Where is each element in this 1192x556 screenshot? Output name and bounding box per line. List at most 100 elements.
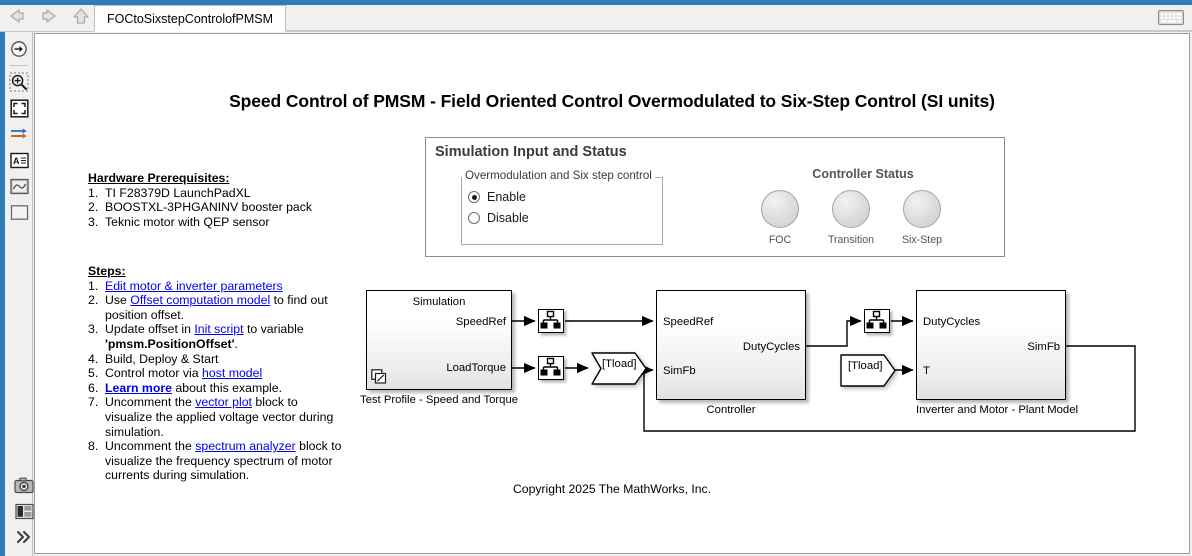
- item-number: 1.: [88, 185, 99, 200]
- lamp-foc-label: FOC: [768, 234, 792, 246]
- item-number: 7.: [88, 395, 99, 410]
- item-text: BOOSTXL-3PHGANINV booster pack: [105, 200, 313, 215]
- prerequisites-heading: Hardware Prerequisites:: [88, 171, 230, 185]
- lamp-six-step: Six-Step: [886, 190, 958, 246]
- block-controller[interactable]: SpeedRef SimFb DutyCycles: [656, 290, 806, 400]
- item-pre: Use: [105, 293, 131, 308]
- goto-tag-tload[interactable]: [Tload]: [591, 352, 647, 385]
- block-inverter-motor-plant[interactable]: DutyCycles T SimFb: [916, 290, 1066, 400]
- block-caption-test-profile: Test Profile - Speed and Torque: [359, 394, 519, 406]
- link-spectrum-analyzer[interactable]: spectrum analyzer: [195, 439, 296, 454]
- item-number: 4.: [88, 351, 99, 366]
- lamp-transition-indicator: [832, 190, 870, 228]
- item-post: to find out position offset.: [105, 293, 328, 322]
- from-tag-tload[interactable]: [Tload]: [840, 354, 896, 387]
- item-text: TI F28379D LaunchPadXL: [105, 185, 251, 200]
- item-variable: 'pmsm.PositionOffset': [105, 336, 235, 351]
- list-item: 5.Control motor via host model: [88, 366, 348, 381]
- list-item: 4. Build, Deploy & Start: [88, 352, 348, 367]
- prerequisites-list: 1. TI F28379D LaunchPadXL 2. BOOSTXL-3PHGA…: [88, 186, 348, 230]
- item-number: 3.: [88, 322, 99, 337]
- lamp-transition: Transition: [815, 190, 887, 246]
- lamp-foc: FOC: [744, 190, 816, 246]
- list-item: 3.Teknic motor with QEP sensor: [88, 215, 348, 230]
- item-tail-end: .: [234, 336, 238, 351]
- link-vector-plot[interactable]: vector plot: [195, 395, 252, 410]
- model-tab-label: FOCtoSixstepControlofPMSM: [107, 11, 274, 26]
- item-number: 3.: [88, 214, 99, 229]
- port-out-dutycycles: DutyCycles: [742, 341, 800, 353]
- port-in-dutycycles: DutyCycles: [923, 316, 981, 328]
- item-number: 8.: [88, 439, 99, 454]
- item-post: block to visualize the applied voltage v…: [105, 395, 334, 439]
- block-inner-title: Simulation: [412, 296, 466, 308]
- lamp-six-step-indicator: [903, 190, 941, 228]
- controller-status-title: Controller Status: [812, 167, 914, 181]
- rate-transition-dutycycles[interactable]: [864, 309, 890, 333]
- item-pre: Uncomment the: [105, 439, 196, 454]
- navigate-icon[interactable]: [5, 36, 33, 62]
- blank-block-icon[interactable]: [5, 199, 33, 225]
- list-item: 2. BOOSTXL-3PHGANINV booster pack: [88, 200, 348, 215]
- left-toolbar: A: [5, 32, 34, 556]
- radio-disable[interactable]: Disable: [468, 211, 529, 225]
- rate-transition-speedref[interactable]: [538, 309, 564, 333]
- item-number: 5.: [88, 366, 99, 381]
- item-number: 2.: [88, 200, 99, 215]
- radio-disable-indicator: [468, 212, 480, 224]
- svg-text:A: A: [13, 156, 20, 166]
- list-item: 2. Use Offset computation model to find o…: [88, 293, 348, 322]
- toolbar-divider: [9, 65, 28, 66]
- signal-lines-icon[interactable]: [5, 121, 33, 147]
- block-test-profile[interactable]: Simulation SpeedRef LoadTorque: [366, 290, 512, 390]
- link-init-script[interactable]: Init script: [194, 322, 244, 337]
- up-arrow-icon[interactable]: [70, 6, 92, 26]
- zoom-in-icon[interactable]: [5, 69, 33, 95]
- panel-title: Simulation Input and Status: [435, 144, 627, 160]
- page-title: Speed Control of PMSM - Field Oriented C…: [229, 91, 995, 111]
- block-caption-controller: Controller: [706, 404, 756, 416]
- link-edit-motor-parameters[interactable]: Edit motor & inverter parameters: [105, 278, 283, 293]
- block-diagram: Simulation SpeedRef LoadTorque Test Prof…: [35, 34, 1189, 553]
- link-host-model[interactable]: host model: [202, 366, 263, 381]
- item-number: 2.: [88, 293, 99, 308]
- item-post: block to visualize the frequency spectru…: [105, 439, 342, 483]
- list-item: 1.Edit motor & inverter parameters: [88, 279, 348, 294]
- model-tab[interactable]: FOCtoSixstepControlofPMSM: [94, 5, 287, 32]
- forward-arrow-icon[interactable]: [38, 6, 60, 26]
- item-post: about this example.: [171, 380, 283, 395]
- title-bar: [0, 0, 1192, 5]
- list-item: 7.Uncomment the vector plot block to vis…: [88, 395, 348, 439]
- overmodulation-group-label: Overmodulation and Six step control: [462, 169, 655, 182]
- radio-enable-indicator: [468, 191, 480, 203]
- radio-enable[interactable]: Enable: [468, 190, 526, 204]
- list-item: 8. Uncomment the spectrum analyzer block …: [88, 439, 348, 483]
- link-offset-computation-model[interactable]: Offset computation model: [130, 293, 271, 308]
- item-post: to variable: [243, 322, 304, 337]
- scope-icon[interactable]: [5, 173, 33, 199]
- radio-enable-label: Enable: [487, 190, 526, 204]
- annotation-icon[interactable]: A: [5, 147, 33, 173]
- steps-heading: Steps:: [88, 264, 126, 278]
- rate-transition-loadtorque[interactable]: [538, 356, 564, 380]
- camera-icon[interactable]: [10, 472, 38, 498]
- from-tag-label: [Tload]: [848, 360, 883, 372]
- list-item: 1. TI F28379D LaunchPadXL: [88, 186, 348, 201]
- link-learn-more[interactable]: Learn more: [105, 380, 172, 395]
- keyboard-icon[interactable]: [1158, 10, 1184, 25]
- simulation-input-status-panel: Simulation Input and Status Overmodulati…: [425, 137, 1005, 257]
- chevron-double-right-icon[interactable]: [10, 524, 38, 550]
- layout-icon[interactable]: [10, 498, 38, 524]
- port-out-simfb: SimFb: [1027, 341, 1060, 353]
- port-in-speedref: SpeedRef: [663, 316, 714, 328]
- fit-to-view-icon[interactable]: [5, 95, 33, 121]
- item-pre: Update offset in: [105, 322, 195, 337]
- port-in-t: T: [923, 365, 930, 377]
- model-canvas[interactable]: Speed Control of PMSM - Field Oriented C…: [34, 33, 1190, 554]
- item-pre: Build, Deploy & Start: [105, 351, 219, 366]
- port-in-simfb: SimFb: [663, 365, 696, 377]
- back-arrow-icon[interactable]: [6, 6, 28, 26]
- left-accent-bar: [0, 32, 5, 556]
- port-out-speedref: SpeedRef: [455, 316, 506, 328]
